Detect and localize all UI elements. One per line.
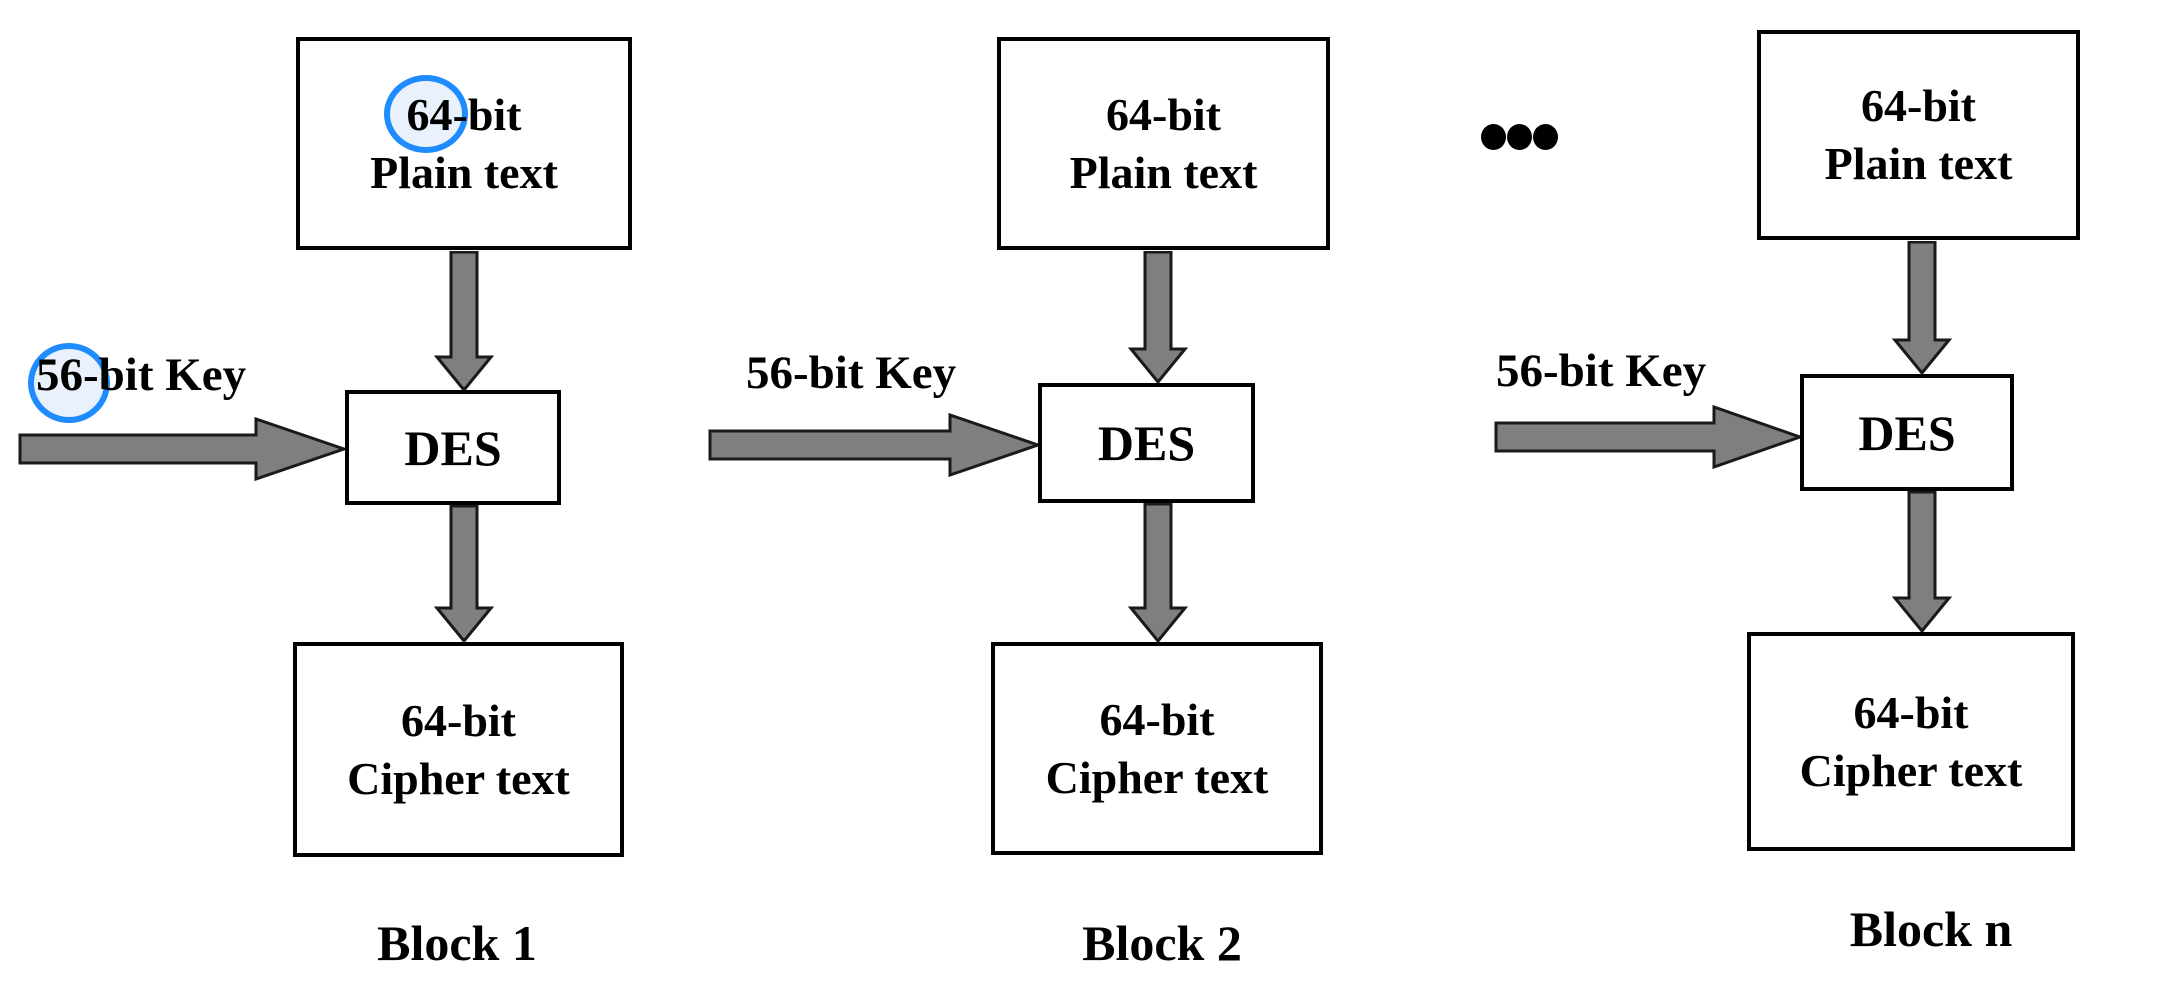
plain-text-box-n: 64-bit Plain text xyxy=(1757,30,2080,240)
cipher-text-box-1: 64-bit Cipher text xyxy=(293,642,624,857)
cipher-text-line1: 64-bit xyxy=(1853,686,1969,738)
continuation-dots-icon xyxy=(1481,124,1558,150)
highlight-ellipse-56bit xyxy=(28,343,110,423)
plain-text-line2: Plain text xyxy=(370,146,558,198)
down-arrow-icon xyxy=(1892,491,1952,632)
down-arrow-icon xyxy=(434,251,494,391)
des-box-1: DES xyxy=(345,390,561,505)
dot-icon xyxy=(1533,124,1558,150)
down-arrow-icon xyxy=(434,505,494,642)
highlight-ellipse-64bit xyxy=(384,75,468,153)
block-label-1: Block 1 xyxy=(377,915,537,971)
key-arrow-icon xyxy=(1494,405,1802,469)
key-label-2: 56-bit Key xyxy=(746,347,957,399)
down-arrow-icon xyxy=(1128,251,1188,383)
cipher-text-line2: Cipher text xyxy=(347,752,570,804)
plain-text-line1: 64-bit xyxy=(1106,88,1221,140)
key-arrow-icon xyxy=(708,413,1040,477)
cipher-text-box-n: 64-bit Cipher text xyxy=(1747,632,2075,851)
block-label-n: Block n xyxy=(1849,901,2013,957)
cipher-text-line1: 64-bit xyxy=(1099,693,1215,745)
dot-icon xyxy=(1481,124,1506,150)
block-label-2: Block 2 xyxy=(1082,915,1242,971)
down-arrow-icon xyxy=(1892,241,1952,374)
dot-icon xyxy=(1507,124,1532,150)
key-label-n: 56-bit Key xyxy=(1496,345,1707,397)
plain-text-line2: Plain text xyxy=(1824,138,2013,189)
plain-text-line1: 64-bit xyxy=(406,88,522,140)
key-arrow-icon xyxy=(18,417,346,481)
plain-text-line2: Plain text xyxy=(1069,146,1258,198)
des-box-n: DES xyxy=(1800,374,2014,491)
des-box-2: DES xyxy=(1038,383,1255,503)
plain-text-box-1: 64-bit Plain text xyxy=(296,37,632,250)
key-label-1: 56-bit Key xyxy=(28,343,246,423)
plain-text-line1: 64-bit xyxy=(1861,80,1976,131)
cipher-text-box-2: 64-bit Cipher text xyxy=(991,642,1323,855)
plain-text-box-2: 64-bit Plain text xyxy=(997,37,1330,250)
down-arrow-icon xyxy=(1128,503,1188,642)
cipher-text-line2: Cipher text xyxy=(1045,751,1269,803)
cipher-text-line2: Cipher text xyxy=(1799,744,2023,796)
cipher-text-line1: 64-bit xyxy=(401,694,516,746)
